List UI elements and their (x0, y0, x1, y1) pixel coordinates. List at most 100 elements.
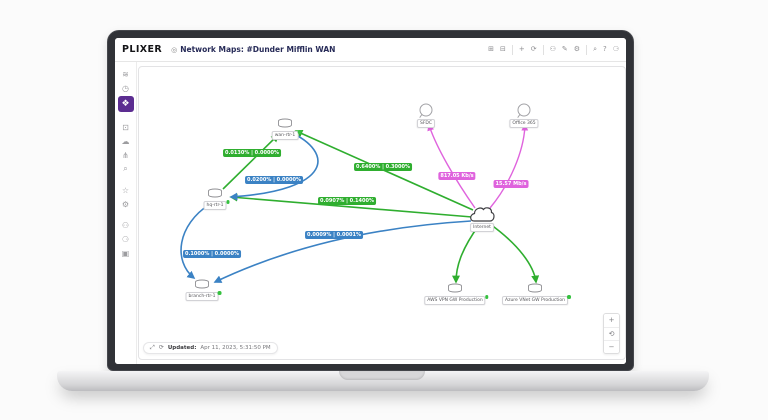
network-maps-icon: ❖ (121, 99, 130, 109)
app-topbar: PLIXER ◎ Network Maps: #Dunder Mifflin W… (115, 38, 626, 62)
status-up-dot (217, 291, 222, 295)
auto-refresh-icon[interactable]: ⟳ (530, 45, 537, 53)
node-internet[interactable] (470, 207, 495, 222)
list-view-icon[interactable]: ⊟ (500, 45, 506, 53)
sidebar-item-account[interactable]: ⚆ (118, 233, 134, 245)
sidebar-item-topology[interactable]: ⋔ (118, 149, 134, 161)
node-label-wan-rtr-1[interactable]: wan-rtr-1 (271, 130, 302, 140)
status-up-dot (567, 295, 571, 299)
edge-label-hq-rtr-1-to-branch-rtr-1[interactable]: 0.1000% | 0.0000% (183, 250, 241, 258)
sidebar-item-status[interactable]: ≋ (118, 68, 134, 80)
edge-label-internet-to-sfdc[interactable]: 817.05 Kb/s (438, 172, 476, 180)
node-aws-vpn-gw[interactable] (448, 283, 462, 293)
user-icon[interactable]: ⚆ (612, 45, 619, 53)
updated-label: Updated: (167, 345, 197, 351)
node-label-aws-vpn-gw[interactable]: AWS VPN GW Production (424, 295, 489, 305)
sidebar-item-network-maps[interactable]: ❖ (117, 96, 134, 112)
edge-label-internet-to-office365[interactable]: 15.57 Mb/s (493, 180, 529, 188)
share-icon[interactable]: ⚇ (549, 45, 556, 53)
node-label-office365[interactable]: Office 365 (509, 119, 539, 128)
sidebar-item-exporters[interactable]: ⊡ (118, 121, 134, 133)
edge-hq-rtr-1-to-wan-rtr-1 (222, 133, 280, 190)
updated-timestamp: Apr 11, 2023, 5:31:50 PM (200, 345, 271, 351)
sidebar: ≋ ◷ ❖ ⊡ ☁ ⋔ ⌕ ☆ ⚙ ⚇ ⚆ ▣ (115, 62, 137, 364)
edge-internet-to-office365 (489, 123, 529, 209)
edge-label-internet-to-branch-rtr-1[interactable]: 0.0009% | 0.0001% (305, 231, 363, 239)
sidebar-item-cloud[interactable]: ☁ (118, 135, 134, 147)
exporters-icon: ⊡ (122, 122, 129, 132)
account-icon: ⚆ (121, 234, 130, 244)
node-label-azure-vnet-gw[interactable]: Azure VNet GW Production (502, 295, 571, 305)
sidebar-item-alarms[interactable]: ◷ (118, 82, 134, 94)
search-icon: ⌕ (123, 164, 128, 173)
node-azure-vnet-gw[interactable] (528, 283, 542, 293)
magnifier-icon (517, 103, 531, 117)
node-hq-rtr-1[interactable] (208, 188, 222, 198)
node-sfdc[interactable] (419, 103, 433, 118)
refresh-icon[interactable]: ⟳ (158, 344, 164, 351)
page-title: Network Maps: #Dunder Mifflin WAN (180, 45, 336, 54)
edge-wan-rtr-1-to-hq-rtr-1 (229, 131, 319, 201)
node-office365[interactable] (517, 103, 531, 118)
laptop-base (57, 371, 709, 391)
status-up-dot (485, 295, 489, 299)
node-label-branch-rtr-1[interactable]: branch-rtr-1 (185, 291, 222, 301)
magnifier-icon (419, 114, 423, 118)
node-label-sfdc[interactable]: SFDC (416, 119, 436, 128)
router-icon (528, 286, 542, 293)
magnifier-icon (517, 114, 521, 118)
statusbar: ⤢ ⟳ Updated: Apr 11, 2023, 5:31:50 PM (143, 342, 278, 354)
edge-internet-to-hq-rtr-1 (229, 193, 473, 218)
node-label-hq-rtr-1[interactable]: hq-rtr-1 (203, 200, 230, 210)
app-window: PLIXER ◎ Network Maps: #Dunder Mifflin W… (115, 38, 626, 364)
node-wan-rtr-1[interactable] (278, 118, 292, 128)
network-maps-nav-icon: ◎ (171, 45, 178, 54)
map-canvas[interactable]: 0.6400% | 0.3000% 0.0130% | 0.0000% 0.0907… (138, 66, 626, 360)
cloud-icon (470, 207, 495, 222)
sidebar-item-favorites[interactable]: ☆ (118, 184, 134, 196)
topbar-actions: ⊞ ⊟ + ⟳ ⚇ ✎ ⚙ ⌕? ⚆ (488, 44, 619, 55)
fullscreen-icon[interactable]: ⤢ (150, 344, 155, 351)
reports-icon: ▣ (121, 248, 130, 258)
map-view-icon[interactable]: ⊞ (488, 45, 495, 53)
router-icon (448, 286, 462, 293)
edge-label-internet-to-wan-rtr-1[interactable]: 0.6400% | 0.3000% (354, 163, 412, 171)
add-icon[interactable]: + (518, 45, 525, 53)
status-up-dot (297, 130, 302, 134)
settings-icon[interactable]: ⚙ (573, 45, 581, 53)
edge-label-internet-to-hq-rtr-1[interactable]: 0.0907% | 0.1400% (318, 197, 376, 205)
laptop-screen-bezel: PLIXER ◎ Network Maps: #Dunder Mifflin W… (107, 30, 634, 371)
search-icon[interactable]: ⌕ (593, 45, 597, 53)
favorites-icon: ☆ (121, 185, 130, 195)
router-icon (208, 191, 222, 198)
sidebar-item-users[interactable]: ⚇ (118, 219, 134, 231)
edge-internet-to-azure-vnet-gw (489, 223, 540, 284)
topbar-divider (586, 44, 588, 55)
edge-hq-rtr-1-to-branch-rtr-1 (180, 203, 211, 280)
sidebar-item-reports[interactable]: ▣ (118, 247, 134, 259)
edge-internet-to-aws-vpn-gw (452, 224, 480, 284)
settings-icon: ⚙ (121, 199, 130, 209)
map-zoom-controls: + ⟲ − (603, 313, 620, 354)
router-icon (278, 121, 292, 128)
laptop-base-notch (339, 371, 425, 380)
help-icon[interactable]: ? (603, 45, 607, 53)
main-area: 0.6400% | 0.3000% 0.0130% | 0.0000% 0.0907… (137, 62, 626, 364)
node-branch-rtr-1[interactable] (195, 279, 209, 289)
zoom-in-button[interactable]: + (604, 314, 619, 327)
magnifier-icon (419, 103, 433, 117)
edge-label-hq-rtr-1-to-wan-rtr-1[interactable]: 0.0130% | 0.0000% (223, 149, 281, 157)
sidebar-item-search[interactable]: ⌕ (118, 163, 134, 175)
edit-icon[interactable]: ✎ (561, 45, 568, 53)
edge-internet-to-sfdc (427, 123, 476, 209)
zoom-out-button[interactable]: − (604, 340, 619, 353)
node-label-internet[interactable]: Internet (470, 223, 494, 232)
status-icon: ≋ (122, 69, 129, 79)
network-graph (180, 103, 542, 293)
breadcrumb[interactable]: ◎ Network Maps: #Dunder Mifflin WAN (171, 45, 335, 54)
users-icon: ⚇ (121, 220, 130, 230)
fit-view-button[interactable]: ⟲ (604, 327, 619, 340)
edge-label-wan-rtr-1-to-hq-rtr-1[interactable]: 0.0200% | 0.0000% (245, 176, 303, 184)
sidebar-item-settings[interactable]: ⚙ (118, 198, 134, 210)
